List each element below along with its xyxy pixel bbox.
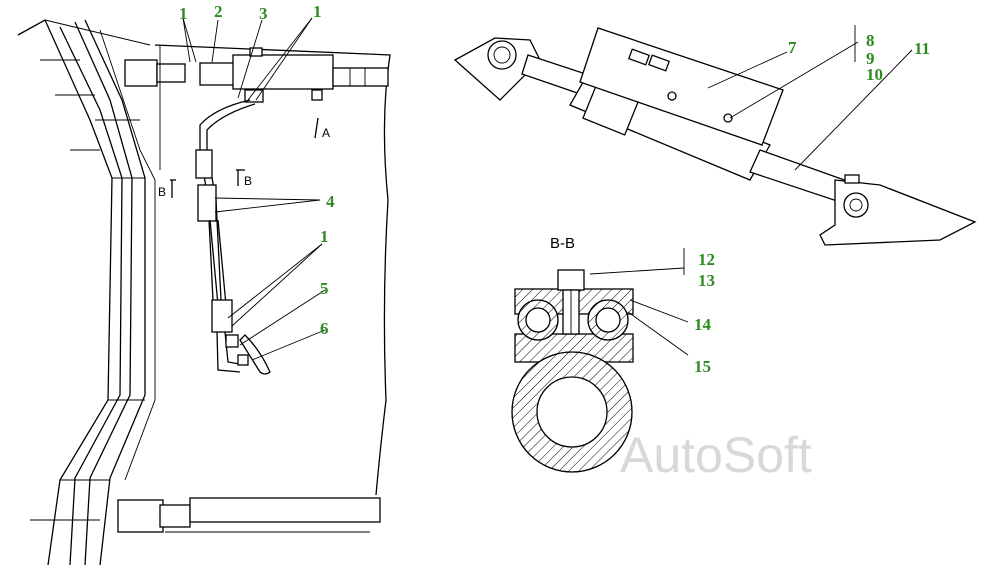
callout-10: 10 — [866, 65, 883, 84]
callout-15: 15 — [694, 357, 711, 376]
callout-1-middle: 1 — [320, 227, 329, 246]
hydraulic-hoses — [195, 99, 256, 373]
view-label-b-right: B — [244, 174, 252, 188]
callout-8: 8 — [866, 31, 875, 50]
bottom-trunnion — [117, 497, 381, 533]
callout-13: 13 — [698, 271, 715, 290]
leaders-left — [182, 17, 326, 361]
callout-7: 7 — [788, 38, 797, 57]
callout-11: 11 — [914, 39, 930, 58]
callout-3: 3 — [259, 4, 268, 23]
section-b-b — [511, 248, 689, 473]
callout-4: 4 — [326, 192, 335, 211]
watermark: AutoSoft — [620, 427, 812, 483]
callout-5: 5 — [320, 279, 329, 298]
callout-12: 12 — [698, 250, 715, 269]
callout-1-top-left: 1 — [179, 4, 188, 23]
blade-frame-view — [17, 17, 391, 566]
callout-6: 6 — [320, 319, 329, 338]
callout-1-top-right: 1 — [313, 2, 322, 21]
callout-2: 2 — [214, 2, 223, 21]
view-label-a: A — [322, 126, 330, 140]
lift-cylinder-top — [199, 47, 389, 103]
view-label-b-left: B — [158, 185, 166, 199]
callout-14: 14 — [694, 315, 712, 334]
callout-9: 9 — [866, 49, 875, 68]
section-title: B-B — [550, 235, 575, 252]
cylinder-side-view — [453, 25, 977, 246]
